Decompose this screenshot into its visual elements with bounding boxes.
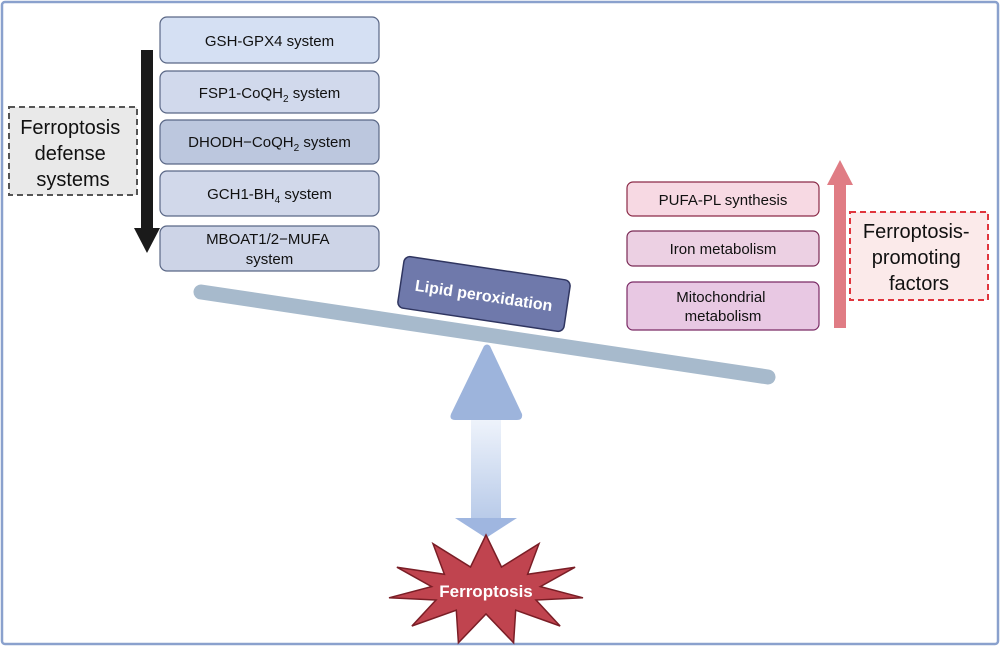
promoting-title-line: Ferroptosis- (863, 221, 970, 243)
balance-beam (193, 284, 776, 385)
defense-system-item: MBOAT1/2−MUFA system (159, 225, 380, 272)
defense-label-box (8, 106, 138, 196)
defense-system-item: DHODH−CoQH2 system (159, 119, 380, 165)
increase-arrow (827, 160, 853, 328)
ferroptosis-burst: Ferroptosis (388, 533, 584, 645)
pivot-to-ferroptosis-arrow (455, 420, 517, 538)
promoting-factor-item: Iron metabolism (626, 230, 820, 267)
defense-system-item: GSH-GPX4 system (159, 16, 380, 64)
defense-title-line: defense (35, 143, 106, 165)
promoting-factor-label: PUFA-PL synthesis (659, 192, 788, 209)
promoting-label-box (849, 211, 989, 301)
promoting-factor-label: Iron metabolism (670, 241, 777, 258)
defense-title-line: systems (36, 169, 109, 191)
defense-system-label: DHODH−CoQH2 system (188, 134, 351, 154)
decrease-arrow (134, 50, 160, 253)
ferroptosis-label: Ferroptosis (439, 582, 533, 601)
promoting-title: Ferroptosis- promoting factors (863, 221, 975, 295)
promoting-factor-item: Mitochondrial metabolism (626, 281, 820, 331)
promoting-title-line: promoting (872, 247, 961, 269)
defense-system-label: GCH1-BH4 system (207, 186, 332, 206)
promoting-factor-label: Mitochondrial metabolism (676, 289, 769, 325)
promoting-factor-item: PUFA-PL synthesis (626, 181, 820, 217)
lipid-peroxidation-box: Lipid peroxidation (397, 255, 571, 333)
defense-systems-list: GSH-GPX4 system FSP1-CoQH2 system DHODH−… (159, 16, 380, 272)
pivot-triangle (450, 344, 523, 420)
defense-title: Ferroptosis defense systems (20, 117, 126, 191)
defense-system-label: GSH-GPX4 system (205, 33, 334, 50)
promoting-factors-list: PUFA-PL synthesis Iron metabolism Mitoch… (626, 181, 820, 331)
promoting-title-line: factors (889, 273, 949, 295)
defense-title-line: Ferroptosis (20, 117, 120, 139)
defense-system-item: GCH1-BH4 system (159, 170, 380, 217)
defense-system-item: FSP1-CoQH2 system (159, 70, 380, 114)
defense-system-label: FSP1-CoQH2 system (199, 85, 340, 105)
defense-system-label: MBOAT1/2−MUFA system (206, 231, 333, 268)
